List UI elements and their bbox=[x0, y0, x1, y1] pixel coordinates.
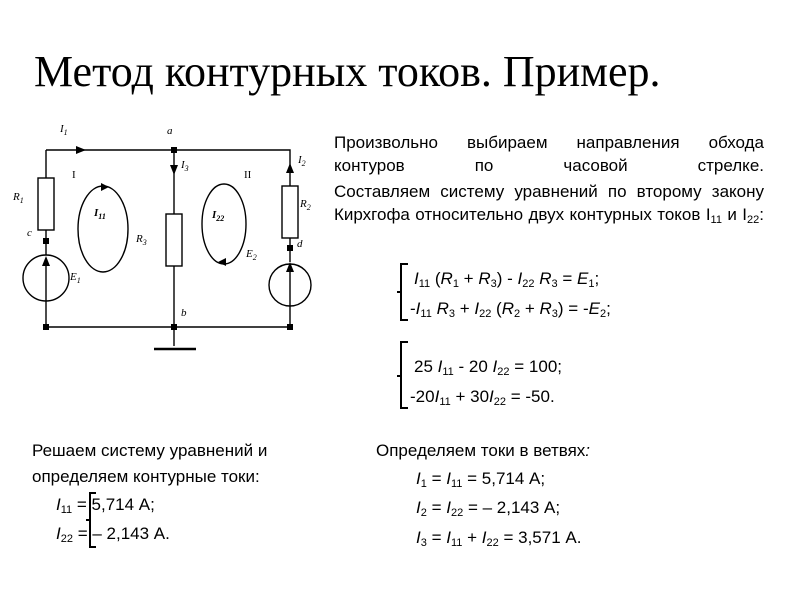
label-loop-1: I bbox=[72, 169, 76, 181]
label-i11: I bbox=[93, 207, 99, 219]
label-i2: I bbox=[297, 154, 303, 166]
svg-text:R3: R3 bbox=[135, 233, 147, 247]
slide-title: Метод контурных токов. Пример. bbox=[34, 47, 661, 96]
arrow-loop2 bbox=[218, 258, 226, 266]
svg-text:I11: I11 bbox=[93, 207, 106, 221]
resistor-r1 bbox=[37, 177, 55, 231]
branches-heading: Определяем токи в ветвях: bbox=[376, 441, 591, 460]
arrow-loop1 bbox=[101, 183, 109, 191]
equation-numeric-1: 25 I11 - 20 I22 = 100; bbox=[414, 357, 562, 378]
brace-numeric bbox=[397, 341, 408, 409]
brace-results bbox=[86, 492, 96, 548]
loop-ellipse-2 bbox=[201, 183, 247, 265]
label-r2: R bbox=[299, 198, 307, 210]
paragraph-system-text: Составляем систему уравнений по второму … bbox=[334, 182, 764, 224]
result-i11: I11 = 5,714 А; bbox=[56, 495, 155, 516]
solve-line-1: Решаем систему уравнений и bbox=[32, 441, 268, 460]
loop-ellipse-1 bbox=[77, 185, 129, 273]
arrow-i3 bbox=[170, 165, 178, 175]
label-i3: I bbox=[180, 159, 186, 171]
node-b bbox=[171, 324, 177, 330]
result-i22: I22 = – 2,143 А. bbox=[56, 524, 170, 545]
branch-current-1: I1 = I11 = 5,714 А; bbox=[416, 469, 546, 490]
arrow-e1 bbox=[42, 256, 50, 266]
label-a: a bbox=[167, 125, 173, 137]
label-r1: R bbox=[12, 191, 20, 203]
brace-symbolic bbox=[397, 263, 408, 321]
arrow-i2 bbox=[286, 163, 294, 173]
arrow-e2 bbox=[286, 262, 294, 272]
equation-symbolic-2: -I11 R3 + I22 (R2 + R3) = -E2; bbox=[410, 299, 611, 320]
equation-numeric-2: -20I11 + 30I22 = -50. bbox=[410, 387, 555, 408]
solve-line-2: определяем контурные токи: bbox=[32, 467, 260, 486]
branch-current-2: I2 = I22 = – 2,143 А; bbox=[416, 498, 561, 519]
label-loop-2: II bbox=[244, 169, 252, 181]
node-c bbox=[43, 238, 49, 244]
label-b: b bbox=[181, 307, 187, 319]
svg-text:I22: I22 bbox=[211, 209, 224, 223]
equation-symbolic-1: I11 (R1 + R3) - I22 R3 = E1; bbox=[414, 269, 600, 290]
label-d: d bbox=[297, 238, 303, 250]
resistor-r3 bbox=[165, 213, 183, 267]
label-r3: R bbox=[135, 233, 143, 245]
svg-text:R1: R1 bbox=[12, 191, 24, 205]
label-i1: I bbox=[59, 123, 65, 135]
label-c: c bbox=[27, 227, 32, 239]
node-a bbox=[171, 147, 177, 153]
label-e2: E bbox=[245, 248, 253, 260]
svg-text:I1: I1 bbox=[59, 123, 68, 137]
node-d bbox=[287, 245, 293, 251]
label-e1: E bbox=[69, 271, 77, 283]
paragraph-directions-text: Произвольно выбираем направления обхода … bbox=[334, 133, 764, 175]
svg-text:I2: I2 bbox=[297, 154, 306, 168]
svg-text:I3: I3 bbox=[180, 159, 189, 173]
label-i22: I bbox=[211, 209, 217, 221]
branch-current-3: I3 = I11 + I22 = 3,571 А. bbox=[416, 528, 582, 549]
bottom-wire bbox=[45, 301, 291, 328]
svg-text:E2: E2 bbox=[245, 248, 257, 262]
svg-text:R2: R2 bbox=[299, 198, 311, 212]
svg-text:E1: E1 bbox=[69, 271, 81, 285]
paragraph-directions: Произвольно выбираем направления обхода … bbox=[334, 131, 764, 177]
resistor-r2 bbox=[281, 185, 299, 239]
top-wire bbox=[46, 149, 291, 186]
paragraph-system: Составляем систему уравнений по второму … bbox=[334, 182, 765, 226]
arrow-i1 bbox=[76, 146, 86, 154]
